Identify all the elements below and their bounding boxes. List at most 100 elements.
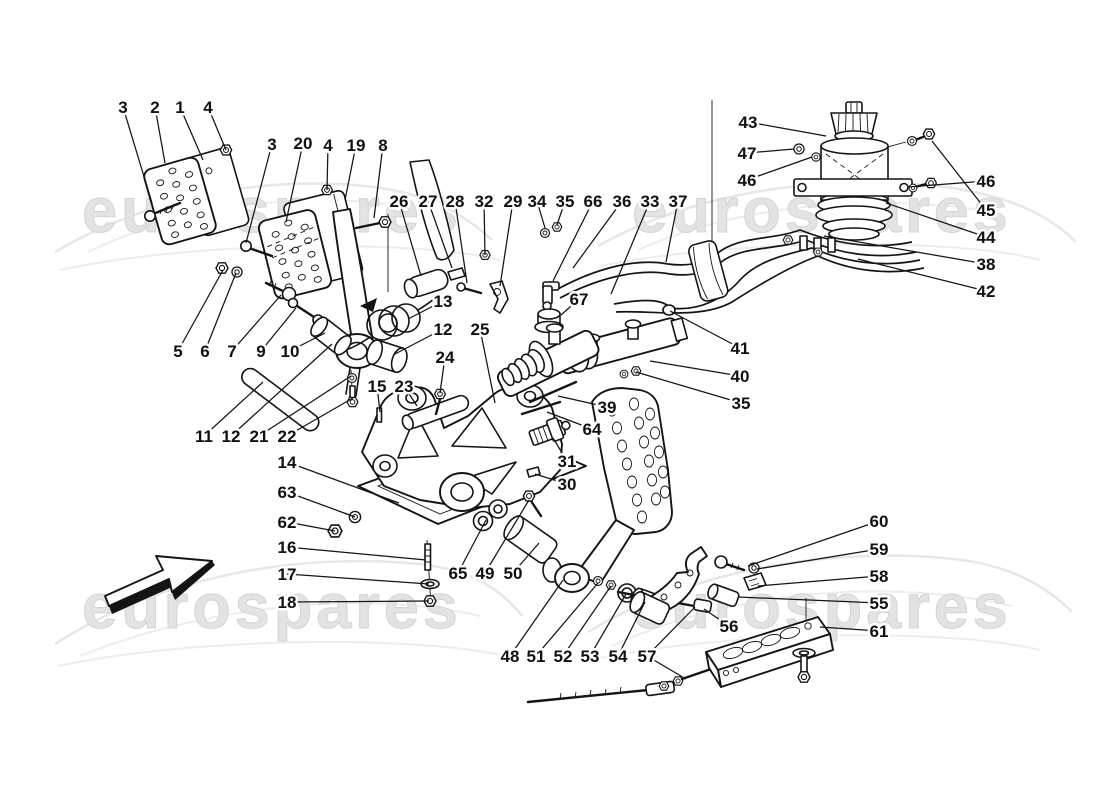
callout-label-7: 7	[227, 342, 236, 361]
washer	[619, 369, 629, 379]
callout-leader-53	[589, 593, 627, 657]
callout-leader-23	[403, 385, 418, 407]
callout-label-53: 53	[581, 647, 600, 666]
watermark-swoosh	[57, 602, 506, 667]
callout-label-22: 22	[278, 427, 297, 446]
banjo-fitting-41	[662, 304, 676, 316]
callout-label-40: 40	[731, 367, 750, 386]
callout-label-43: 43	[739, 113, 758, 132]
fluid-reservoir	[782, 101, 938, 257]
parts-drawing	[104, 100, 938, 704]
rod-64	[520, 400, 562, 416]
callout-leader-42	[857, 258, 987, 292]
callout-label-45: 45	[977, 201, 996, 220]
bolt-24	[433, 388, 447, 416]
stud-7	[264, 280, 297, 302]
callout-label-42: 42	[977, 282, 996, 301]
callout-label-11: 11	[195, 427, 213, 446]
watermark-text: eurospares	[632, 176, 1012, 246]
callout-leader-4	[207, 106, 227, 151]
clevis-29	[489, 280, 509, 314]
port-cap	[545, 323, 564, 333]
throttle-cable	[526, 666, 716, 704]
callout-leader-39	[557, 395, 608, 408]
callout-leader-64	[546, 411, 593, 430]
callout-leader-14	[286, 461, 400, 504]
bushing-10	[310, 316, 352, 356]
fitting-55	[707, 583, 740, 608]
callout-label-3: 3	[118, 98, 127, 117]
callout-leader-41	[669, 310, 741, 349]
callout-label-13: 13	[434, 292, 453, 311]
callout-label-32: 32	[475, 192, 494, 211]
callout-label-26: 26	[390, 192, 409, 211]
callout-leader-34	[536, 200, 546, 229]
callout-label-64: 64	[583, 420, 602, 439]
pushrod-39	[528, 380, 578, 404]
callout-leader-21	[258, 375, 352, 437]
pad-screw	[240, 240, 274, 258]
pivot-bushing-12	[366, 339, 408, 374]
callout-leader-67	[560, 298, 580, 316]
reservoir-lower-flange	[815, 196, 893, 241]
callout-leader-65	[457, 519, 487, 574]
callout-label-37: 37	[669, 192, 688, 211]
callout-label-31: 31	[558, 452, 577, 471]
reservoir-bolt-45	[906, 128, 936, 147]
callout-label-58: 58	[870, 567, 889, 586]
callout-label-12: 12	[222, 427, 241, 446]
callout-label-33: 33	[641, 192, 660, 211]
callout-label-1: 1	[175, 98, 184, 117]
callout-label-28: 28	[446, 192, 465, 211]
callout-label-21: 21	[250, 427, 269, 446]
nut-35b	[630, 366, 642, 376]
callout-leader-36	[572, 200, 623, 269]
callout-label-35: 35	[556, 192, 575, 211]
callout-leader-20	[285, 142, 304, 223]
callout-leader-30	[534, 473, 568, 485]
callout-label-12: 12	[434, 320, 453, 339]
callout-leader-33	[610, 200, 651, 295]
callout-label-10: 10	[281, 342, 300, 361]
callout-label-66: 66	[584, 192, 603, 211]
watermark-swoosh	[599, 201, 1041, 267]
callout-leader-48	[509, 579, 564, 657]
callout-leader-12	[394, 328, 444, 355]
callout-leader-12	[230, 343, 333, 437]
clutch-master-cylinder	[496, 323, 600, 397]
callout-leader-38	[823, 235, 987, 265]
reservoir-strap	[793, 178, 913, 197]
bar-bolt	[792, 647, 816, 683]
washer-51	[592, 575, 604, 587]
callout-leader-60	[747, 520, 880, 567]
callout-leader-50	[512, 542, 540, 574]
callout-leader-10	[289, 332, 326, 352]
callout-label-35: 35	[732, 394, 751, 413]
callout-label-36: 36	[613, 192, 632, 211]
callout-leader-56	[703, 608, 730, 627]
pin-28	[456, 282, 483, 295]
callout-leader-16	[286, 546, 427, 561]
callout-label-63: 63	[278, 483, 297, 502]
callout-label-39: 39	[598, 398, 617, 417]
callout-label-15: 15	[368, 377, 387, 396]
callout-leader-6	[204, 272, 237, 352]
callout-leader-22	[286, 397, 354, 437]
accelerator-pedal-pad	[143, 156, 217, 246]
brake-pedal	[542, 387, 673, 593]
callout-label-9: 9	[256, 342, 265, 361]
callout-leader-17	[286, 573, 430, 585]
bolt-8	[354, 216, 392, 230]
callout-label-46: 46	[977, 172, 996, 191]
callout-label-34: 34	[528, 192, 547, 211]
callout-label-60: 60	[870, 512, 889, 531]
callout-leader-9	[260, 307, 297, 352]
callout-leader-62	[286, 521, 336, 532]
bushing-65	[472, 499, 508, 532]
spacer-50	[503, 515, 558, 564]
callout-label-67: 67	[570, 290, 589, 309]
washer-6	[231, 266, 243, 278]
callout-leader-46	[746, 156, 813, 181]
callout-label-52: 52	[554, 647, 573, 666]
